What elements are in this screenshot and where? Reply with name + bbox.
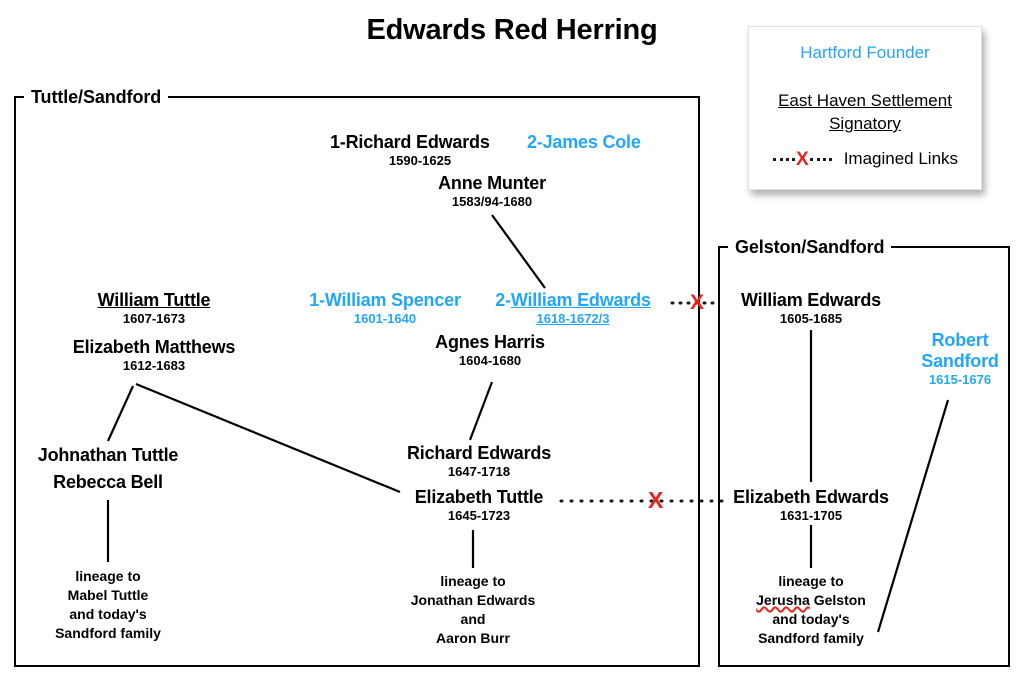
lineage-left-line-4: Sandford family bbox=[55, 625, 161, 641]
node-richard-edwards-sr: 1-Richard Edwards 1590-1625 bbox=[330, 132, 530, 169]
node-james-cole-name: 2-James Cole bbox=[527, 132, 641, 152]
node-agnes-harris: Agnes Harris 1604-1680 bbox=[410, 332, 570, 369]
node-robert-sandford-name-line1: Robert bbox=[931, 330, 989, 350]
group-label-gelston-sandford: Gelston/Sandford bbox=[728, 237, 892, 258]
node-rebecca-bell-name: Rebecca Bell bbox=[53, 472, 163, 492]
page-title: Edwards Red Herring bbox=[0, 14, 1024, 47]
node-elizabeth-edwards: Elizabeth Edwards 1631-1705 bbox=[711, 487, 911, 524]
lineage-left-line-1: lineage to bbox=[75, 568, 141, 584]
legend-imagined-label: Imagined Links bbox=[843, 149, 959, 168]
legend-panel: Hartford Founder East Haven Settlement S… bbox=[748, 26, 982, 190]
legend-imagined-row: X Imagined Links bbox=[749, 149, 981, 169]
legend-signatory: East Haven Settlement Signatory bbox=[749, 89, 981, 135]
imagined-link-sample-icon: X bbox=[773, 150, 832, 169]
node-richard-edwards-jr: Richard Edwards 1647-1718 bbox=[394, 443, 564, 480]
node-anne-munter-years: 1583/94-1680 bbox=[451, 194, 533, 209]
node-johnathan-tuttle: Johnathan Tuttle bbox=[8, 445, 208, 466]
node-william-edwards-right-name: William Edwards bbox=[741, 290, 881, 310]
lineage-right: lineage to Jerusha Gelston and today's S… bbox=[721, 572, 901, 648]
lineage-center-line-4: Aaron Burr bbox=[436, 630, 510, 646]
node-robert-sandford: Robert Sandford 1615-1676 bbox=[898, 330, 1022, 388]
page-title-text: Edwards Red Herring bbox=[366, 14, 658, 46]
node-william-tuttle: William Tuttle 1607-1673 bbox=[54, 290, 254, 327]
legend-signatory-line2: Signatory bbox=[829, 114, 901, 133]
node-elizabeth-edwards-years: 1631-1705 bbox=[779, 508, 843, 523]
node-william-edwards-center: 2-William Edwards 1618-1672/3 bbox=[480, 290, 666, 327]
node-elizabeth-matthews-years: 1612-1683 bbox=[122, 358, 186, 373]
lineage-center-line-1: lineage to bbox=[440, 573, 506, 589]
node-william-spencer-years: 1601-1640 bbox=[353, 311, 417, 326]
node-william-edwards-right-years: 1605-1685 bbox=[779, 311, 843, 326]
node-elizabeth-tuttle: Elizabeth Tuttle 1645-1723 bbox=[394, 487, 564, 524]
node-robert-sandford-name-line2: Sandford bbox=[921, 351, 999, 371]
node-richard-edwards-sr-years: 1590-1625 bbox=[388, 153, 452, 168]
node-richard-edwards-sr-name: 1-Richard Edwards bbox=[330, 132, 490, 152]
node-richard-edwards-jr-name: Richard Edwards bbox=[406, 443, 552, 463]
lineage-right-line-4: Sandford family bbox=[758, 630, 864, 646]
node-william-spencer: 1-William Spencer 1601-1640 bbox=[293, 290, 477, 327]
lineage-right-line-3: and today's bbox=[772, 611, 850, 627]
node-james-cole: 2-James Cole bbox=[527, 132, 641, 153]
node-elizabeth-tuttle-years: 1645-1723 bbox=[447, 508, 511, 523]
node-elizabeth-edwards-name: Elizabeth Edwards bbox=[733, 487, 889, 507]
node-william-edwards-right: William Edwards 1605-1685 bbox=[711, 290, 911, 327]
node-agnes-harris-name: Agnes Harris bbox=[435, 332, 545, 352]
legend-hartford-founder: Hartford Founder bbox=[800, 43, 930, 62]
lineage-right-misspelled-word: Jerusha bbox=[756, 592, 810, 608]
node-rebecca-bell: Rebecca Bell bbox=[8, 472, 208, 493]
node-elizabeth-matthews: Elizabeth Matthews 1612-1683 bbox=[54, 337, 254, 374]
node-anne-munter-name: Anne Munter bbox=[438, 173, 546, 193]
lineage-center-line-2: Jonathan Edwards bbox=[410, 592, 536, 608]
node-william-tuttle-name: William Tuttle bbox=[97, 290, 211, 310]
node-agnes-harris-years: 1604-1680 bbox=[458, 353, 522, 368]
node-william-tuttle-years: 1607-1673 bbox=[122, 311, 186, 326]
node-william-spencer-name: 1-William Spencer bbox=[309, 290, 461, 310]
lineage-left-line-2: Mabel Tuttle bbox=[67, 587, 149, 603]
group-box-tuttle-sandford bbox=[14, 96, 700, 667]
node-william-edwards-center-years: 1618-1672/3 bbox=[536, 311, 610, 326]
lineage-center-line-3: and bbox=[460, 611, 486, 627]
node-robert-sandford-years: 1615-1676 bbox=[928, 372, 992, 387]
lineage-right-surname: Gelston bbox=[809, 592, 866, 608]
node-william-edwards-center-name: 2-William Edwards bbox=[495, 290, 651, 310]
node-elizabeth-tuttle-name: Elizabeth Tuttle bbox=[414, 487, 544, 507]
lineage-right-line-2: Jerusha Gelston bbox=[721, 591, 901, 610]
node-johnathan-tuttle-name: Johnathan Tuttle bbox=[37, 445, 179, 465]
legend-signatory-line1: East Haven Settlement bbox=[778, 91, 952, 110]
node-richard-edwards-jr-years: 1647-1718 bbox=[447, 464, 511, 479]
lineage-left: lineage to Mabel Tuttle and today's Sand… bbox=[18, 567, 198, 643]
lineage-left-line-3: and today's bbox=[69, 606, 147, 622]
node-elizabeth-matthews-name: Elizabeth Matthews bbox=[72, 337, 236, 357]
imagined-link-x-icon-lower: X bbox=[648, 487, 664, 513]
lineage-center: lineage to Jonathan Edwards and Aaron Bu… bbox=[383, 572, 563, 648]
imagined-link-x-icon-upper: X bbox=[690, 291, 705, 314]
lineage-right-line-1: lineage to bbox=[778, 573, 844, 589]
node-anne-munter: Anne Munter 1583/94-1680 bbox=[420, 173, 564, 210]
group-label-tuttle-sandford: Tuttle/Sandford bbox=[24, 87, 169, 108]
